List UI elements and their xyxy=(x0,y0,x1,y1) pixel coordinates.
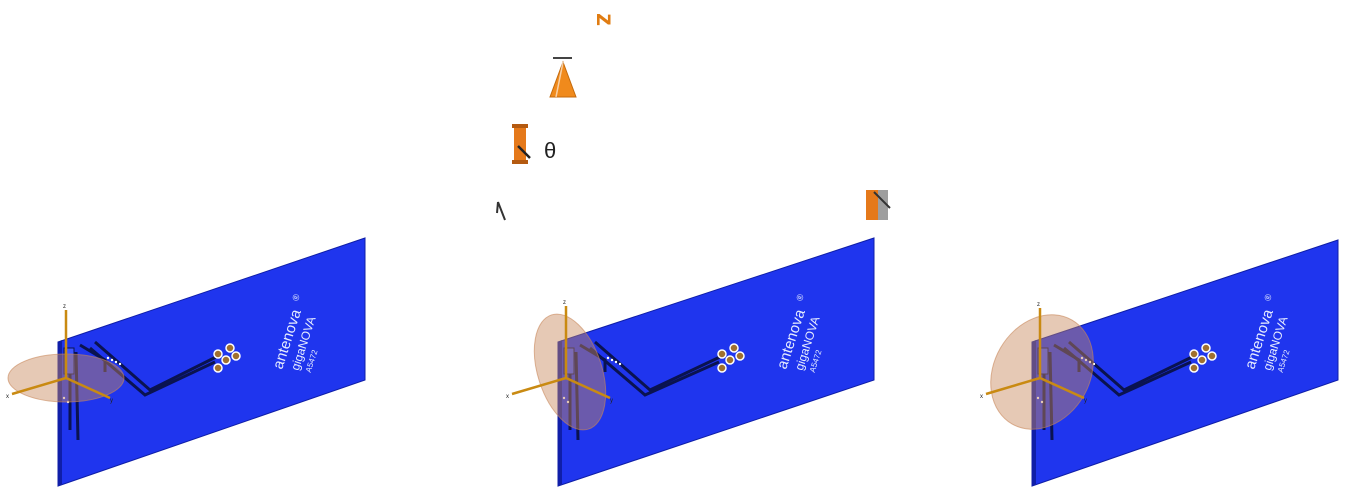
panel-vertical-ellipse: antenova ® gigaNOVA A5472 z x y xyxy=(500,230,900,487)
partial-cylinder-icon xyxy=(866,190,891,220)
axis-z-label: z xyxy=(63,304,66,310)
connector-pads xyxy=(1189,343,1217,373)
antenna-chip xyxy=(63,347,75,375)
radiation-pattern-ellipse xyxy=(990,314,1094,430)
axis-z-label: z xyxy=(563,300,566,306)
connector-pads xyxy=(717,343,745,373)
panel-horizontal-ellipse: antenova ® gigaNOVA A5472 z x y xyxy=(0,230,400,487)
via-dots xyxy=(62,356,122,404)
axis-y-label: y xyxy=(610,398,613,404)
orientation-legend: z θ xyxy=(496,13,891,221)
coordinate-axes xyxy=(11,310,111,400)
axis-x-label: x xyxy=(6,394,9,400)
cone-arrow-icon xyxy=(549,57,577,98)
axis-y-label: y xyxy=(110,398,113,404)
antenna-chip xyxy=(563,347,575,375)
partial-arrow-icon xyxy=(496,201,506,221)
panel-tilted-ellipse: antenova ® gigaNOVA A5472 z x y xyxy=(974,230,1346,487)
axis-x-label: x xyxy=(506,394,509,400)
registered-mark: ® xyxy=(290,292,302,302)
connector-pads xyxy=(213,343,241,373)
legend-theta-label: θ xyxy=(544,138,556,163)
via-dots xyxy=(1036,356,1096,404)
coordinate-axes xyxy=(985,308,1085,400)
radiation-pattern-ellipse xyxy=(533,313,607,431)
registered-mark: ® xyxy=(1262,292,1274,302)
via-dots xyxy=(562,356,622,404)
axis-y-label: y xyxy=(1084,398,1087,404)
axis-z-label: z xyxy=(1037,302,1040,308)
axis-x-label: x xyxy=(980,394,983,400)
cylinder-theta-icon: θ xyxy=(512,124,556,164)
coordinate-axes xyxy=(511,306,611,400)
registered-mark: ® xyxy=(794,292,806,302)
legend-z-label: z xyxy=(591,13,621,26)
antenna-chip xyxy=(1037,347,1049,375)
